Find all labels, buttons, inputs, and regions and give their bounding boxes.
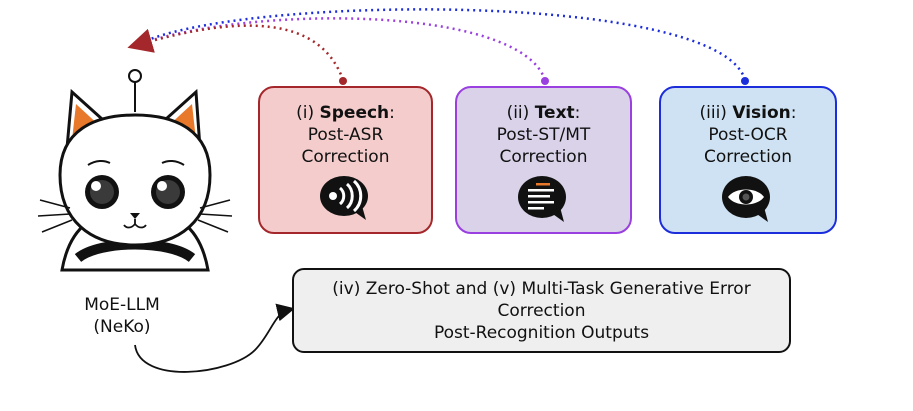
text-task-line2: Post-ST/MT [496,125,591,145]
vision-task-suffix: : [790,103,797,123]
speech-bubble-eye-icon [722,176,770,222]
cat-mascot-icon [37,69,233,272]
speech-task-suffix: : [389,103,395,123]
cat-label-line2: (NeKo) [93,317,151,337]
cat-label: MoE-LLM (NeKo) [52,294,192,338]
cat-label-line1: MoE-LLM [84,295,160,315]
text-task-line3: Correction [499,147,588,167]
vision-task-line3: Correction [704,147,792,167]
speech-task-box: (i) Speech: Post-ASR Correction [258,86,433,234]
speech-task-line3: Correction [301,147,390,167]
speech-task-title: (i) Speech: [260,102,431,124]
arc-vision [136,8,747,81]
text-task-name: Text [534,103,575,123]
zero-shot-line1: (iv) Zero-Shot and (v) Multi-Task Genera… [332,279,751,299]
vision-task-title: (iii) Vision: [661,102,835,124]
speech-task-name: Speech [319,103,390,123]
zero-shot-line2: Correction [497,301,586,321]
zero-shot-box: (iv) Zero-Shot and (v) Multi-Task Genera… [292,268,791,353]
zero-shot-line3: Post-Recognition Outputs [433,323,650,343]
dot-speech [339,77,347,85]
vision-task-line2: Post-OCR [708,125,788,145]
text-task-prefix: (ii) [506,103,535,123]
dot-text [541,77,549,85]
text-task-title: (ii) Text: [457,102,630,124]
text-task-suffix: : [574,103,581,123]
vision-task-name: Vision [732,103,791,123]
arrow-to-zeroshot [134,303,296,373]
speech-bubble-sound-icon [319,176,368,220]
vision-task-prefix: (iii) [699,103,733,123]
speech-task-prefix: (i) [296,103,320,123]
vision-task-box: (iii) Vision: Post-OCR Correction [659,86,837,234]
arc-speech [127,24,345,81]
dot-vision [741,77,749,85]
text-task-box: (ii) Text: Post-ST/MT Correction [455,86,632,234]
speech-task-line2: Post-ASR [307,125,384,145]
speech-bubble-text-icon [517,176,566,222]
